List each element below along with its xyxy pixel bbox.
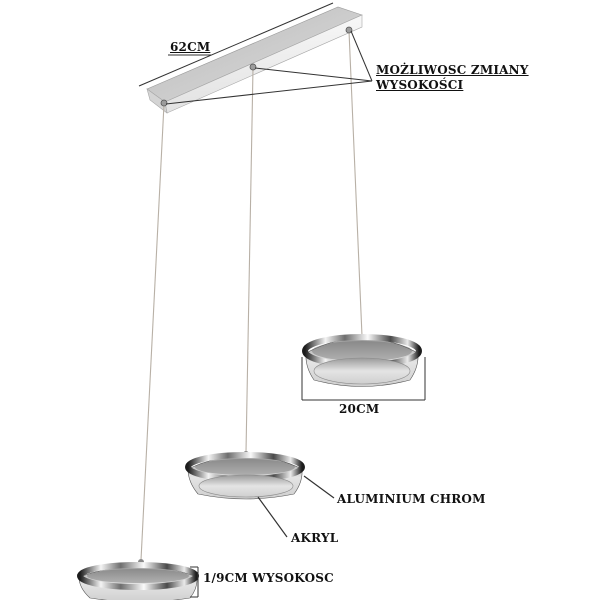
width-label: 62CM bbox=[170, 40, 211, 54]
diffuser-material-label: AKRYL bbox=[291, 531, 339, 545]
height-change-label: MOŻLIWOSC ZMIANY WYSOKOŚCI bbox=[376, 63, 529, 93]
cable-right bbox=[348, 30, 363, 337]
frame-material-label: ALUMINIUM CHROM bbox=[337, 492, 486, 506]
cable-mounts bbox=[160, 26, 353, 107]
pendant-disc-left bbox=[77, 559, 199, 600]
frame-pointer-line bbox=[303, 475, 335, 499]
diameter-dimension-line bbox=[301, 357, 426, 401]
diameter-label: 20CM bbox=[339, 402, 380, 416]
pendant-disc-middle bbox=[185, 451, 305, 500]
suspension-cables bbox=[140, 30, 363, 561]
cable-middle bbox=[245, 67, 254, 453]
ceiling-canopy bbox=[146, 6, 363, 114]
width-dimension-line bbox=[138, 2, 334, 87]
height-change-line-2: WYSOKOŚCI bbox=[376, 78, 464, 92]
height-change-pointer-lines bbox=[165, 30, 373, 105]
disc-height-bracket bbox=[190, 566, 199, 598]
material-pointer-lines bbox=[257, 475, 335, 538]
cable-left bbox=[140, 103, 165, 561]
pendant-disc-right bbox=[302, 334, 422, 387]
diffuser-pointer-line bbox=[257, 496, 288, 538]
disc-height-label: 1/9CM WYSOKOSC bbox=[203, 571, 334, 585]
height-change-line-1: MOŻLIWOSC ZMIANY bbox=[376, 63, 529, 77]
